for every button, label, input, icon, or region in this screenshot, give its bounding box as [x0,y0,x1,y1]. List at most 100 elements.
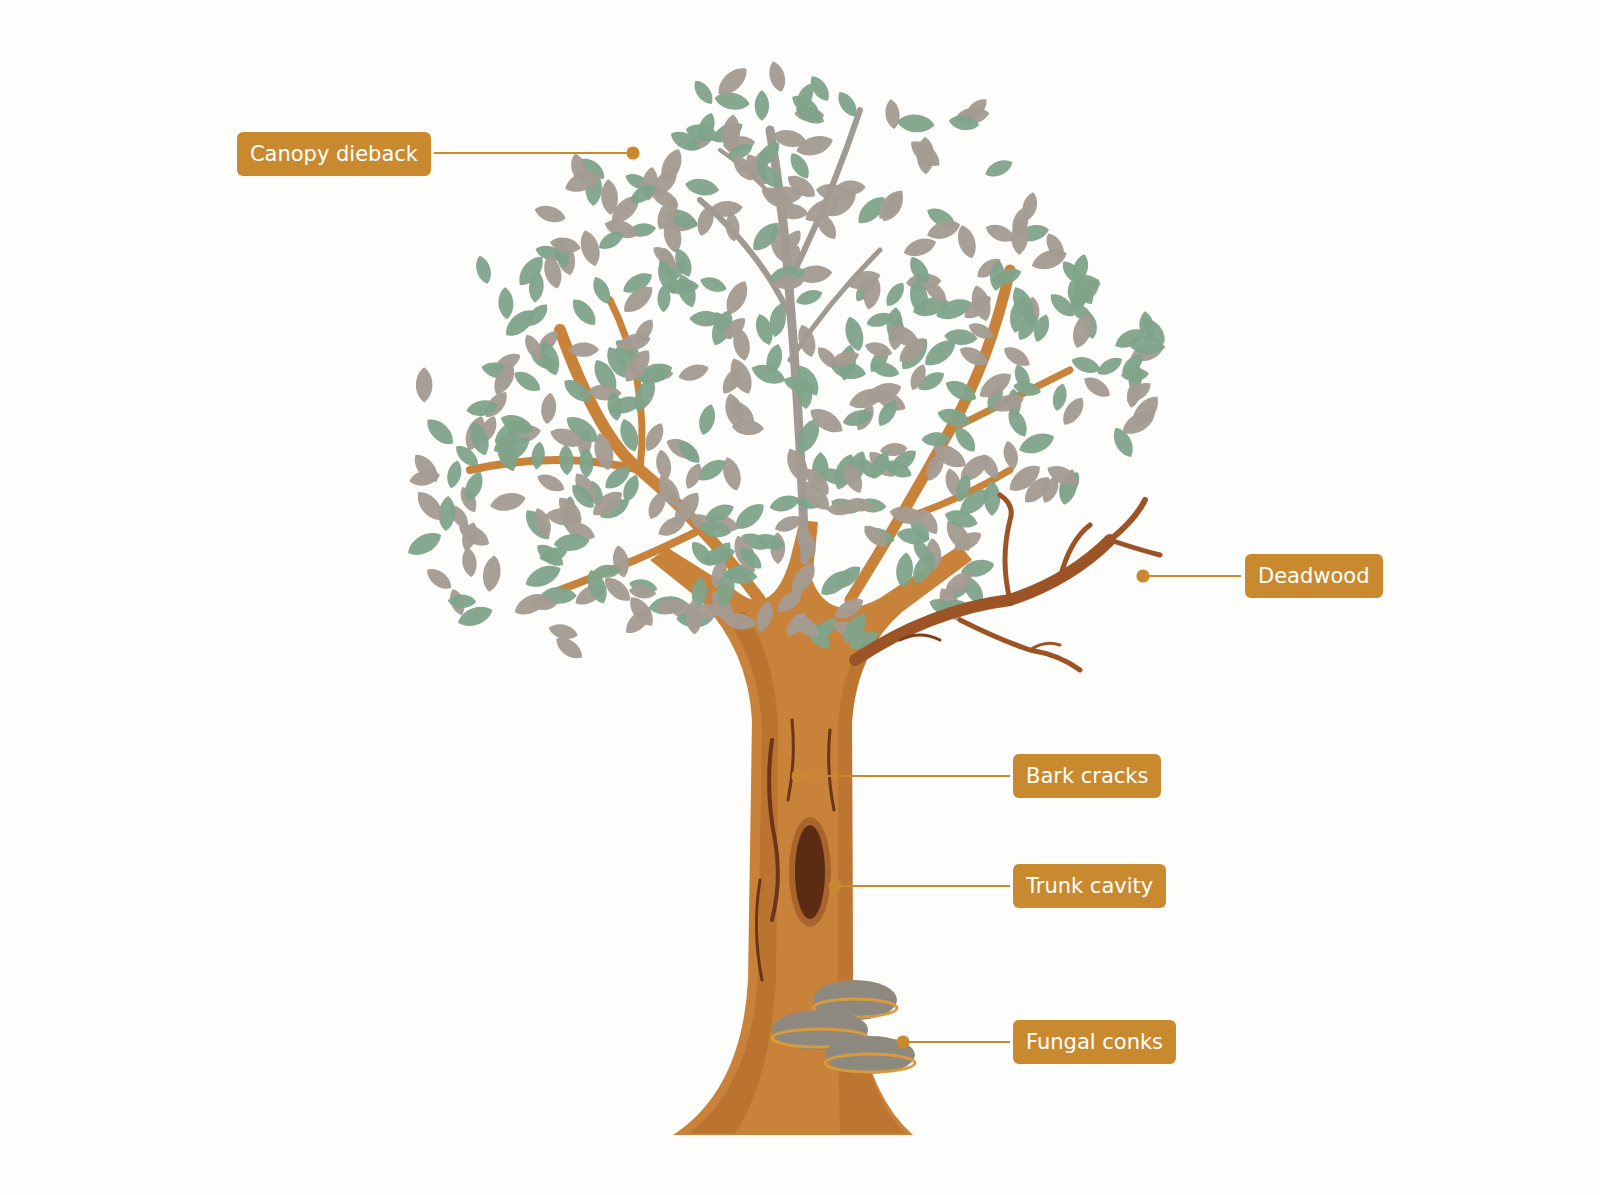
leaf [766,59,788,93]
leaf [521,332,546,363]
leaf [721,277,753,318]
leaf [838,609,872,647]
leaf [907,362,930,393]
leaf [896,526,931,547]
leaf [866,448,893,482]
leaf [884,98,901,129]
leaf [755,90,769,121]
leaf [752,312,776,348]
leaf [589,274,615,307]
leaf [549,235,583,256]
leaf [874,396,902,429]
leaf [955,484,994,521]
leaf [834,88,862,120]
leaf [951,527,985,555]
bark-crack [756,880,762,980]
conk-rim [825,1054,915,1072]
leaf [806,72,834,104]
canopy-leaves [404,59,1170,663]
leaf [941,567,977,599]
leaf [423,564,456,594]
leaf [884,320,923,352]
leaf [595,227,627,254]
leaf [553,532,590,552]
leaf [593,564,622,579]
leaf [545,506,583,527]
leaf [588,486,627,521]
leaf [591,431,618,472]
leaf [520,505,555,544]
leaf [749,360,788,388]
leaf [629,374,660,414]
leaf [1011,219,1029,255]
leaf [473,254,494,286]
leaf [906,135,945,172]
leaf [694,203,718,238]
leaf [888,503,927,527]
callout-label: Canopy dieback [237,132,431,176]
leaf [792,524,820,561]
leaf [1058,394,1089,429]
leaf [1112,324,1147,352]
leaf [1094,353,1125,379]
leaf [685,600,702,635]
leaf [558,444,574,476]
leaf [619,281,658,318]
leaf [523,300,552,330]
leaf [921,278,950,306]
leaf [842,314,868,353]
leaf [1000,342,1033,370]
leaf [894,552,914,589]
leaf [488,489,527,514]
leaf [735,543,766,573]
leaf [567,294,600,329]
leaf [794,286,825,308]
leaf [896,113,935,134]
leaf [1012,379,1043,398]
leaf [869,359,901,380]
leaf [922,450,948,484]
leaf [753,530,786,553]
leaf [698,519,733,539]
leaf [616,331,652,354]
leader-line [903,1041,1010,1043]
branch [850,270,1010,600]
leaf [1120,367,1149,382]
leaf [497,287,514,320]
callout-text: Deadwood [1258,554,1370,598]
leaf [647,594,687,617]
leaf [978,451,1003,481]
leaf [753,599,777,634]
branch [560,330,760,600]
deadwood-twig [960,620,1080,670]
leaf [621,604,655,638]
leaf [948,114,980,133]
leader-line [1143,575,1241,577]
leaf [797,378,814,410]
leaf [725,355,757,397]
leaf [721,610,757,632]
leaf [860,521,892,552]
conk [825,1036,915,1074]
leaf [404,527,445,560]
callout-label: Fungal conks [1013,1020,1176,1064]
leaf [687,538,717,571]
deadwood-branch [855,495,1160,670]
leaf [605,390,624,422]
deadwood-twig [1030,643,1060,650]
leaf [719,314,749,344]
leaf [510,367,544,396]
leader-line [798,775,1010,777]
leaf [489,360,519,398]
leaf [920,334,961,371]
leaf [882,279,909,310]
leaf [1080,373,1114,402]
leaf [844,267,883,293]
deadwood-twig [1000,495,1011,600]
deadwood-limb [855,540,1110,660]
leaf [698,274,729,295]
leaf [982,156,1015,181]
leaf [616,416,642,454]
branches [470,110,1070,600]
leader-lines [434,148,1241,1048]
